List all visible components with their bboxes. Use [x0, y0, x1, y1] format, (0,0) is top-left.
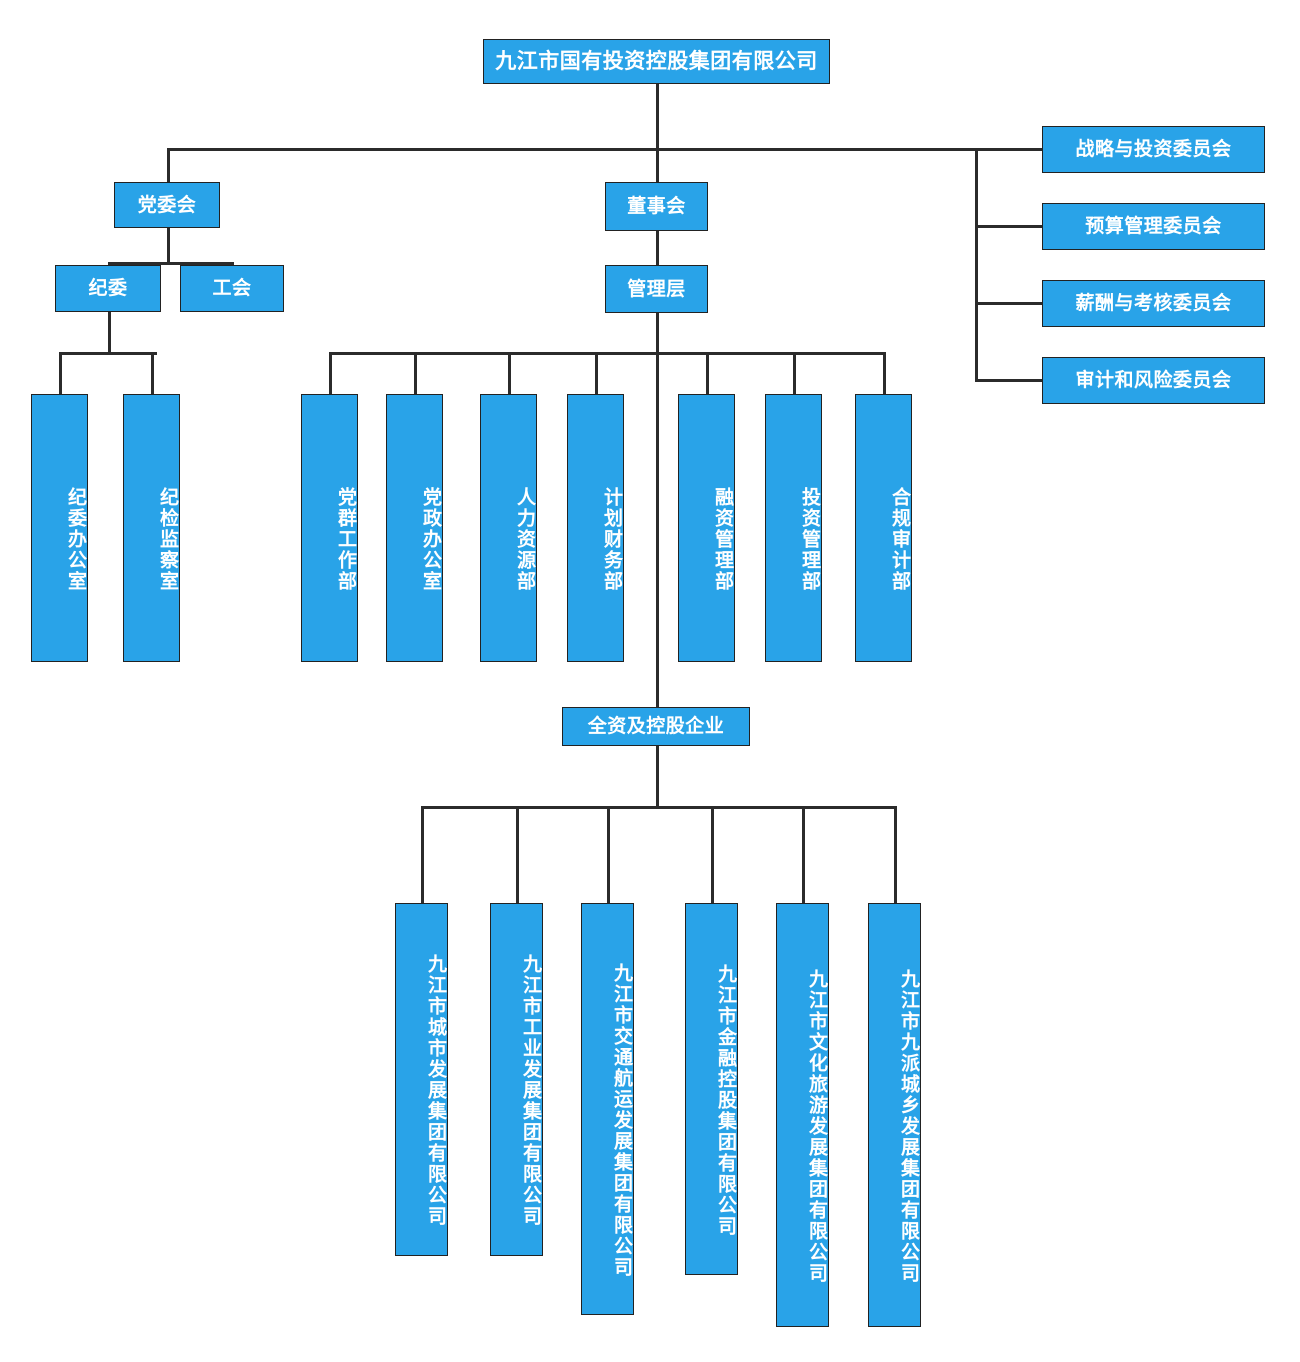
- node-subsidiary-culture-tourism[interactable]: 九江市文化旅游发展集团有限公司: [776, 903, 829, 1327]
- connector-subsidiaries-stem: [656, 746, 659, 808]
- node-discipline-committee[interactable]: 纪委: [55, 265, 161, 312]
- node-wholly-owned-holding-enterprises[interactable]: 全资及控股企业: [562, 707, 750, 746]
- node-subsidiary-industrial-development[interactable]: 九江市工业发展集团有限公司: [490, 903, 543, 1256]
- connector-to-dept-4: [595, 352, 598, 396]
- connector-to-discipline-office: [59, 352, 62, 396]
- connector-to-dept-2: [414, 352, 417, 396]
- node-labor-union[interactable]: 工会: [180, 265, 284, 312]
- node-dept-planning-finance[interactable]: 计划财务部: [567, 394, 624, 662]
- node-board-of-directors[interactable]: 董事会: [605, 182, 708, 231]
- connector-subsidiary-bus: [421, 806, 896, 809]
- connector-party-stem: [167, 228, 170, 264]
- connector-to-inspection-office: [151, 352, 154, 396]
- connector-to-dept-3: [508, 352, 511, 396]
- node-party-committee[interactable]: 党委会: [114, 182, 220, 228]
- node-committee-strategy-investment[interactable]: 战略与投资委员会: [1042, 126, 1265, 173]
- connector-to-dept-1: [329, 352, 332, 396]
- node-subsidiary-financial-holding[interactable]: 九江市金融控股集团有限公司: [685, 903, 738, 1275]
- connector-committee-2: [975, 225, 1043, 228]
- connector-discipline-stem: [108, 312, 111, 354]
- node-committee-audit-risk[interactable]: 审计和风险委员会: [1042, 357, 1265, 404]
- connector-board-to-management: [656, 231, 659, 265]
- connector-to-party-committee: [167, 148, 170, 182]
- node-management-layer[interactable]: 管理层: [605, 265, 708, 313]
- node-inspection-supervision-office[interactable]: 纪检监察室: [123, 394, 180, 662]
- connector-department-bus: [329, 352, 884, 355]
- connector-discipline-bus: [59, 352, 157, 355]
- node-subsidiary-urban-development[interactable]: 九江市城市发展集团有限公司: [395, 903, 448, 1256]
- node-dept-party-mass-work[interactable]: 党群工作部: [301, 394, 358, 662]
- node-committee-compensation-assessment[interactable]: 薪酬与考核委员会: [1042, 280, 1265, 327]
- node-dept-financing-management[interactable]: 融资管理部: [678, 394, 735, 662]
- connector-management-stem: [656, 313, 659, 355]
- connector-committee-1: [975, 148, 1043, 151]
- connector-committee-trunk: [975, 148, 978, 382]
- node-dept-human-resources[interactable]: 人力资源部: [480, 394, 537, 662]
- connector-to-board: [656, 148, 659, 182]
- connector-to-dept-6: [793, 352, 796, 396]
- node-discipline-office[interactable]: 纪委办公室: [31, 394, 88, 662]
- connector-main-bus: [167, 148, 977, 151]
- connector-committee-4: [975, 379, 1043, 382]
- connector-to-subsidiary-1: [421, 806, 424, 904]
- connector-to-subsidiary-6: [894, 806, 897, 904]
- connector-party-bus: [108, 262, 233, 265]
- connector-management-to-subsidiaries: [656, 352, 659, 707]
- connector-to-dept-5: [706, 352, 709, 396]
- node-committee-budget-management[interactable]: 预算管理委员会: [1042, 203, 1265, 250]
- connector-to-subsidiary-4: [711, 806, 714, 904]
- node-dept-investment-management[interactable]: 投资管理部: [765, 394, 822, 662]
- connector-root-stem: [656, 84, 659, 150]
- connector-to-subsidiary-3: [607, 806, 610, 904]
- connector-to-dept-7: [883, 352, 886, 396]
- node-dept-compliance-audit[interactable]: 合规审计部: [855, 394, 912, 662]
- node-dept-party-admin-office[interactable]: 党政办公室: [386, 394, 443, 662]
- connector-to-subsidiary-2: [516, 806, 519, 904]
- node-subsidiary-transport-shipping[interactable]: 九江市交通航运发展集团有限公司: [581, 903, 634, 1315]
- node-root-company[interactable]: 九江市国有投资控股集团有限公司: [483, 39, 830, 84]
- node-subsidiary-jiupai-urban-rural[interactable]: 九江市九派城乡发展集团有限公司: [868, 903, 921, 1327]
- connector-to-subsidiary-5: [802, 806, 805, 904]
- connector-committee-3: [975, 302, 1043, 305]
